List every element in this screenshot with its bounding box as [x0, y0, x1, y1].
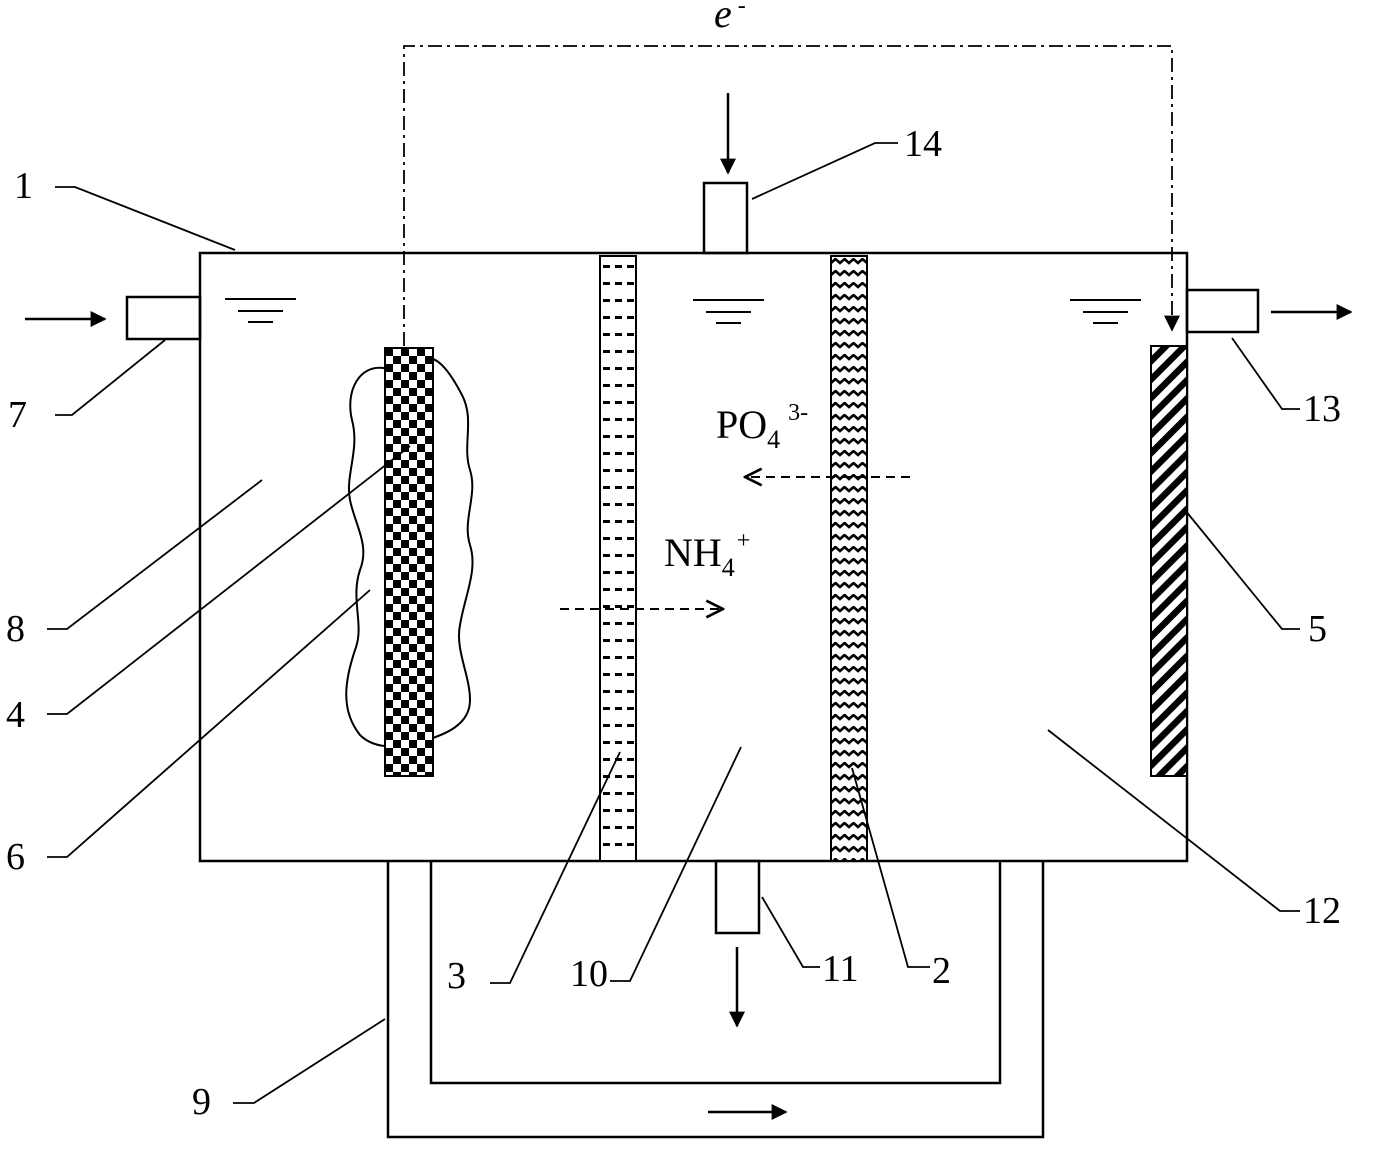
label-8: 8 — [6, 608, 25, 650]
label-14: 14 — [904, 123, 942, 165]
outlet-port — [1185, 288, 1260, 334]
phosphate-label: PO4 3- — [716, 400, 808, 454]
water-level-symbol-right — [1070, 299, 1141, 324]
biofilm — [345, 356, 474, 748]
ammonium-sup: + — [737, 528, 751, 554]
recirculation-pipe — [386, 862, 1045, 1139]
cation-exchange-membrane — [599, 255, 637, 862]
water-level-symbol-middle — [693, 299, 764, 324]
phosphate-sub: 4 — [767, 425, 780, 454]
phosphate-base: PO — [716, 402, 767, 447]
label-5: 5 — [1308, 608, 1327, 650]
label-1: 1 — [14, 165, 33, 207]
inlet-port — [125, 295, 202, 341]
label-4: 4 — [6, 694, 25, 736]
anion-exchange-membrane — [830, 255, 868, 862]
water-level-symbol-left — [225, 298, 296, 323]
anode-electrode — [384, 347, 434, 777]
label-9: 9 — [192, 1081, 211, 1123]
ammonium-base: NH — [664, 530, 722, 575]
recirculation-pipe-inner — [429, 862, 1002, 1085]
label-2: 2 — [932, 950, 951, 992]
bottom-drain-port — [714, 859, 761, 935]
leader-lines — [47, 142, 1300, 1104]
cathode-electrode — [1150, 345, 1188, 777]
label-12: 12 — [1303, 890, 1341, 932]
label-11: 11 — [822, 948, 859, 990]
label-7: 7 — [8, 394, 27, 436]
label-6: 6 — [6, 836, 25, 878]
electron-label: e- — [714, 0, 746, 36]
ammonium-label: NH4+ — [664, 528, 750, 582]
phosphate-sup: 3- — [788, 400, 808, 426]
ammonium-sub: 4 — [722, 553, 735, 582]
top-feed-port — [702, 181, 749, 255]
electron-charge: - — [738, 0, 746, 19]
external-circuit-wire — [403, 45, 1180, 346]
label-10: 10 — [570, 953, 608, 995]
electron-symbol: e — [714, 0, 732, 36]
label-3: 3 — [447, 955, 466, 997]
label-13: 13 — [1303, 388, 1341, 430]
